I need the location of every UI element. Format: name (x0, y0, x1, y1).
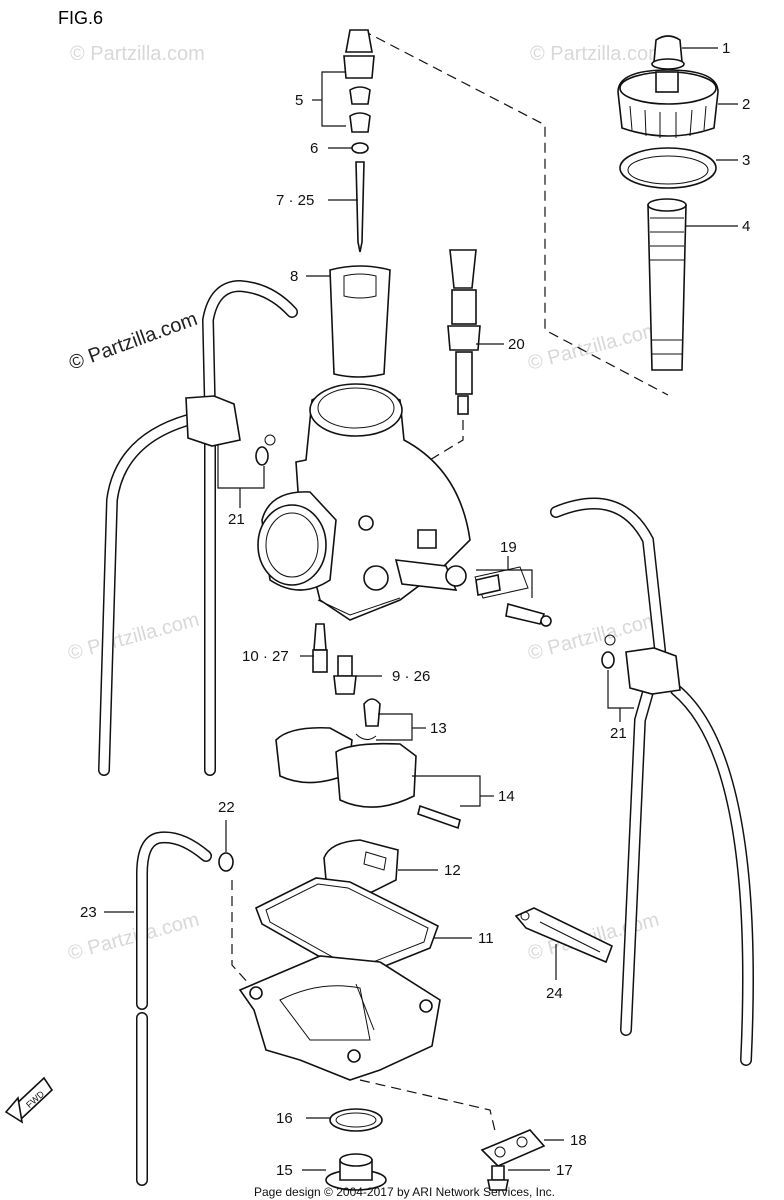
callout-24: 24 (546, 985, 563, 1002)
part-11-gasket[interactable] (254, 877, 439, 973)
part-22-clamp[interactable] (218, 852, 234, 872)
part-23-drain-hose[interactable] (136, 831, 212, 1186)
part-5-needle-clip-set[interactable] (343, 29, 375, 133)
part-1-cap-top[interactable] (651, 35, 685, 70)
callout-labels: 1 2 3 4 5 6 7 · 25 8 9 · 26 10 · 27 11 1… (80, 40, 750, 1179)
callout-9: 9 · 26 (392, 668, 430, 685)
callout-22: 22 (218, 799, 235, 816)
callout-10: 10 · 27 (242, 648, 289, 665)
callout-2: 2 (742, 96, 750, 113)
part-8-throttle-valve[interactable] (329, 265, 391, 378)
part-21-vent-hose-right[interactable] (550, 497, 754, 1066)
callout-20: 20 (508, 336, 525, 353)
part-7-jet-needle[interactable] (355, 161, 365, 253)
part-9-main-jet[interactable] (333, 655, 357, 695)
watermark: © Partzilla.com (530, 43, 665, 65)
callout-19: 19 (500, 539, 517, 556)
part-15-drain-plug[interactable] (325, 1153, 387, 1191)
callout-1: 1 (722, 40, 730, 57)
callout-6: 6 (310, 140, 318, 157)
callout-15: 15 (276, 1162, 293, 1179)
callout-12: 12 (444, 862, 461, 879)
part-4-boot[interactable] (647, 198, 687, 371)
callout-23: 23 (80, 904, 97, 921)
callout-5: 5 (295, 92, 303, 109)
part-3-o-ring[interactable] (619, 147, 717, 189)
forward-direction-badge: FWD (4, 1076, 54, 1124)
callout-16: 16 (276, 1110, 293, 1127)
callout-13: 13 (430, 720, 447, 737)
part-2-top-cap[interactable] (617, 69, 719, 138)
leader-lines (104, 47, 738, 1171)
callout-4: 4 (742, 218, 750, 235)
callout-21-left: 21 (228, 511, 245, 528)
part-17-screw[interactable] (487, 1165, 509, 1191)
part-10-pilot-jet[interactable] (312, 623, 328, 673)
float-bowl[interactable] (238, 955, 441, 1081)
watermark: © Partzilla.com (526, 319, 662, 375)
part-6-clip[interactable] (351, 142, 369, 154)
callout-14: 14 (498, 788, 515, 805)
callout-7: 7 · 25 (276, 192, 314, 209)
figure-title: FIG.6 (58, 8, 103, 28)
part-16-o-ring[interactable] (329, 1108, 383, 1132)
callout-3: 3 (742, 152, 750, 169)
watermark: © Partzilla.com (70, 43, 205, 65)
part-20-starter-plunger[interactable] (447, 249, 481, 415)
part-21-vent-hose-left[interactable] (98, 279, 298, 776)
watermark-main: © Partzilla.com (66, 308, 200, 375)
callout-11: 11 (478, 930, 494, 947)
part-24-hose-guide[interactable] (514, 907, 614, 964)
carburetor-body[interactable] (257, 383, 471, 621)
callout-8: 8 (290, 268, 298, 285)
callout-17: 17 (556, 1162, 573, 1179)
part-18-bracket[interactable] (480, 1129, 546, 1167)
part-14-float[interactable] (275, 726, 461, 830)
callout-18: 18 (570, 1132, 587, 1149)
part-19-air-screw[interactable] (474, 566, 552, 627)
part-13-needle-valve[interactable] (355, 698, 381, 740)
callout-21-right: 21 (610, 725, 627, 742)
footer-copyright: Page design © 2004-2017 by ARI Network S… (254, 1185, 555, 1199)
watermark: © Partzilla.com (66, 609, 202, 665)
